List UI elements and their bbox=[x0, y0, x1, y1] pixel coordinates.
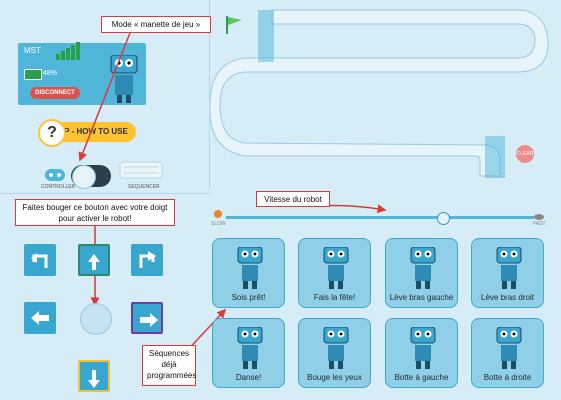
sequencer-label: SEQUENCER bbox=[128, 184, 160, 190]
sequence-tile[interactable]: Fais la fête! bbox=[298, 238, 371, 308]
sequence-tile[interactable]: Danse! bbox=[212, 318, 285, 388]
sequence-label: Botte à gauche bbox=[394, 373, 449, 382]
battery-level: 48% bbox=[43, 70, 58, 77]
robot-avatar-icon bbox=[108, 54, 140, 108]
robot-icon bbox=[410, 247, 436, 289]
sequence-label: Bouge les yeux bbox=[307, 373, 362, 382]
mode-toggle-knob[interactable] bbox=[72, 165, 96, 189]
question-icon: ? bbox=[38, 119, 66, 147]
sequencer-icon bbox=[118, 158, 164, 187]
track-area bbox=[209, 0, 561, 195]
forward-button[interactable] bbox=[78, 244, 110, 276]
turn-right-button[interactable] bbox=[131, 244, 163, 276]
sequence-tile[interactable]: Lève bras droit bbox=[471, 238, 544, 308]
robot-icon bbox=[496, 247, 522, 289]
sequence-label: Danse! bbox=[235, 373, 262, 382]
annotation-mode: Mode « manette de jeu » bbox=[101, 16, 211, 33]
fast-label: FAST bbox=[533, 221, 546, 227]
sequence-label: Sois prêt! bbox=[231, 293, 266, 302]
rabbit-icon bbox=[533, 208, 545, 226]
divider bbox=[209, 0, 210, 190]
annotation-sequences: Séquences déjà programmées bbox=[142, 345, 196, 386]
sequence-tile[interactable]: Sois prêt! bbox=[212, 238, 285, 308]
robot-icon bbox=[496, 327, 522, 369]
sequence-tile[interactable]: Bouge les yeux bbox=[298, 318, 371, 388]
track-path bbox=[209, 9, 549, 178]
robot-name: MST bbox=[24, 46, 41, 55]
sequence-label: Botte à droite bbox=[483, 373, 532, 382]
start-block bbox=[258, 10, 274, 62]
backward-button[interactable] bbox=[78, 360, 110, 392]
annotation-drag: Faites bouger ce bouton avec votre doigt… bbox=[15, 199, 175, 226]
gamepad-icon bbox=[44, 165, 66, 188]
robot-card: MST 48% DISCONNECT bbox=[18, 42, 146, 108]
sequence-label: Lève bras gauche bbox=[389, 293, 454, 302]
robot-icon bbox=[410, 327, 436, 369]
sequence-tile[interactable]: Lève bras gauche bbox=[385, 238, 458, 308]
flag-icon bbox=[224, 14, 244, 41]
robot-icon bbox=[237, 247, 263, 289]
sequence-tile[interactable]: Botte à gauche bbox=[385, 318, 458, 388]
sequence-label: Fais la fête! bbox=[313, 293, 356, 302]
controller-label: CONTROLLER bbox=[41, 184, 76, 190]
speed-slider[interactable] bbox=[226, 216, 534, 219]
disconnect-button[interactable]: DISCONNECT bbox=[30, 87, 80, 99]
right-button[interactable] bbox=[131, 302, 163, 334]
joystick-knob[interactable] bbox=[80, 303, 112, 335]
snail-icon bbox=[212, 207, 224, 225]
turn-left-button[interactable] bbox=[24, 244, 56, 276]
left-button[interactable] bbox=[24, 302, 56, 334]
battery-icon bbox=[24, 69, 42, 80]
robot-icon bbox=[323, 247, 349, 289]
robot-icon bbox=[323, 327, 349, 369]
sequence-tile[interactable]: Botte à droite bbox=[471, 318, 544, 388]
robot-icon bbox=[237, 327, 263, 369]
slow-label: SLOW bbox=[211, 221, 226, 227]
sequence-label: Lève bras droit bbox=[481, 293, 534, 302]
finish-block bbox=[485, 136, 505, 178]
clear-button[interactable]: CLEAR bbox=[516, 145, 534, 163]
annotation-speed: Vitesse du robot bbox=[256, 191, 330, 207]
speed-slider-knob[interactable] bbox=[437, 212, 450, 225]
